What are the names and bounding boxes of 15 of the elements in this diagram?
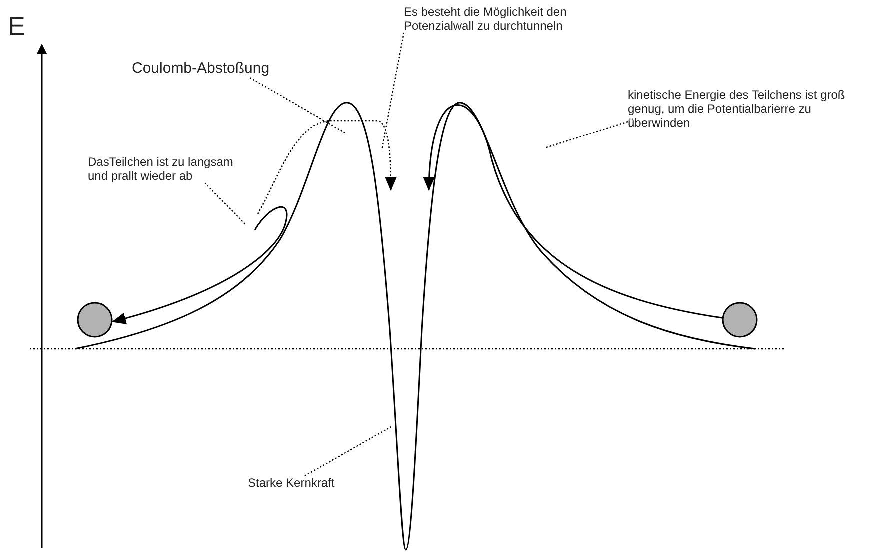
annotation-text: Starke Kernkraft [248,476,348,490]
leader-line [544,121,628,149]
leader-line [381,32,405,150]
particle-ball [722,302,758,338]
leader-line [204,182,246,224]
axis-label: E [8,12,26,40]
particle-ball [77,302,113,338]
annotation-text: kinetische Energie des Teilchens ist groß genug, um die Potentialbarierre zu überwinden [628,88,868,130]
leader-line [250,77,346,134]
trajectory-arrow [112,206,288,324]
leader-line [304,425,394,477]
annotation-text: Es besteht die Möglichkeit den Potenzialwall zu durchtunneln [404,5,574,33]
annotation-text: DasTeilchen ist zu langsam und prallt wieder ab [88,155,238,183]
trajectory-arrow [424,104,722,319]
annotation-text: Coulomb-Abstoßung [132,60,272,78]
